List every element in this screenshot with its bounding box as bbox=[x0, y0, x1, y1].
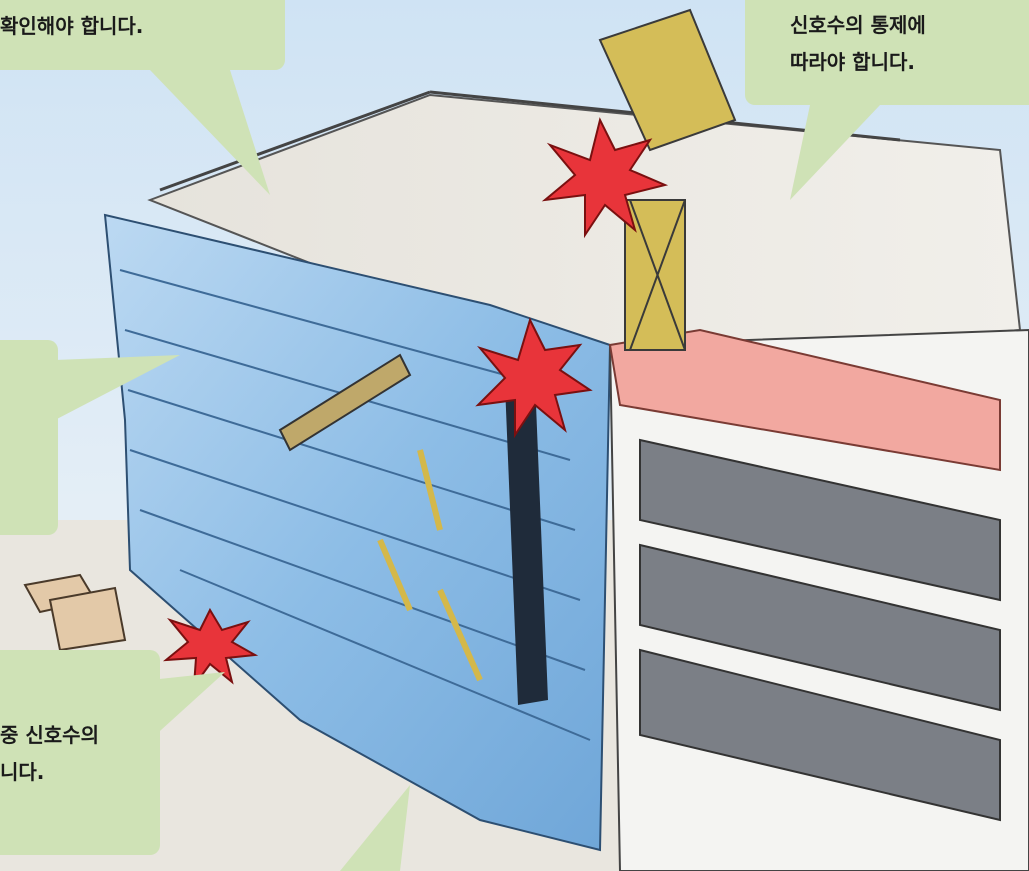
speech-bubble-middle-left bbox=[0, 340, 58, 535]
bubble-tail bbox=[55, 355, 180, 420]
speech-bubble-top-left: 확인해야 합니다. bbox=[0, 0, 285, 70]
speech-bubble-top-right: 신호수의 통제에 따라야 합니다. bbox=[745, 0, 1029, 105]
ground-boxes bbox=[23, 573, 127, 652]
falling-debris bbox=[377, 538, 413, 612]
wall-panel-lines bbox=[119, 269, 591, 741]
tower-crane bbox=[598, 8, 737, 351]
bubble-text: 니다. bbox=[0, 760, 45, 784]
bubble-tail bbox=[150, 672, 225, 740]
building-windows bbox=[639, 438, 1001, 822]
impact-burst bbox=[541, 117, 669, 239]
falling-debris bbox=[417, 449, 443, 531]
bubble-text: 확인해야 합니다. bbox=[0, 14, 144, 38]
impact-burst bbox=[475, 317, 593, 439]
bubble-tail bbox=[150, 70, 270, 195]
falling-debris bbox=[437, 588, 483, 682]
roof-railing bbox=[159, 90, 431, 192]
impact-burst bbox=[162, 607, 259, 690]
bubble-text: 신호수의 통제에 bbox=[790, 13, 926, 37]
bubble-tail bbox=[790, 105, 880, 200]
speech-bubble-bottom-left: 중 신호수의 니다. bbox=[0, 650, 160, 855]
bubble-text: 따라야 합니다. bbox=[790, 50, 915, 74]
falling-boom bbox=[505, 380, 548, 705]
bubble-text: 중 신호수의 bbox=[0, 723, 99, 747]
falling-beam bbox=[278, 353, 412, 452]
bubble-tail bbox=[340, 785, 410, 871]
